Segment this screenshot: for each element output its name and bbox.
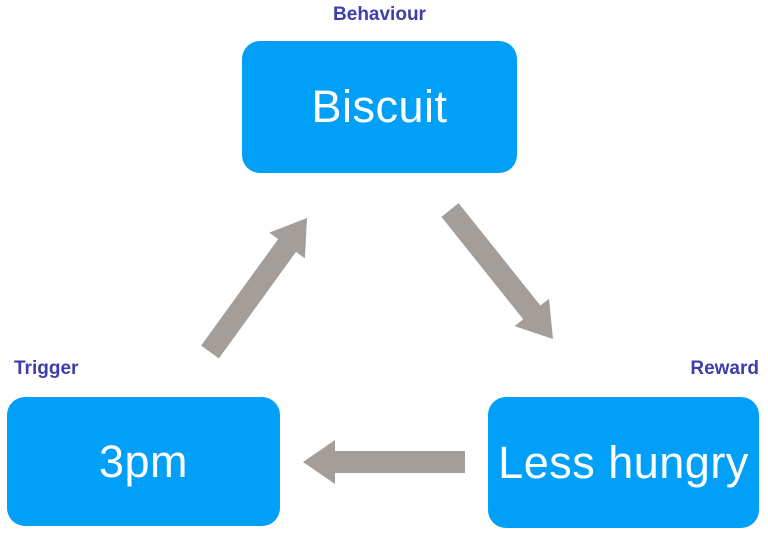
arrow-behaviour-to-reward-icon xyxy=(441,203,553,339)
arrow-reward-to-trigger-icon xyxy=(303,440,465,484)
node-reward: Less hungry xyxy=(488,397,759,528)
arrow-trigger-to-behaviour-icon xyxy=(201,218,307,359)
node-label-trigger: Trigger xyxy=(14,358,79,379)
node-behaviour: Biscuit xyxy=(242,41,517,173)
node-trigger: 3pm xyxy=(7,397,280,526)
node-label-reward: Reward xyxy=(690,358,759,379)
node-label-behaviour: Behaviour xyxy=(333,4,426,25)
